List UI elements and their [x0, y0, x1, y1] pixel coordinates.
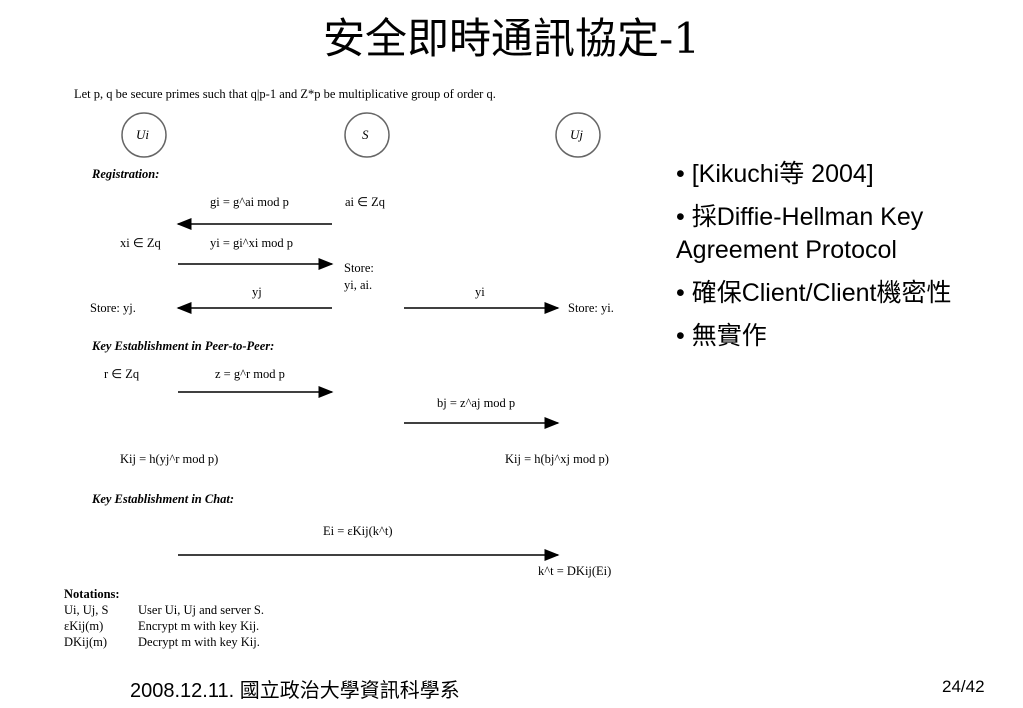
notation-symbol: DKij(m) [64, 635, 108, 649]
peer-k-left: Kij = h(yj^r mod p) [120, 452, 219, 466]
diagram-intro: Let p, q be secure primes such that q|p-… [74, 87, 496, 101]
reg-ai: ai ∈ Zq [345, 195, 386, 209]
footer-page-number: 24/42 [942, 677, 985, 696]
peer-bj: bj = z^aj mod p [437, 396, 516, 410]
chat-ei: Ei = εKij(k^t) [323, 524, 393, 538]
footer-date: 2008.12.11. 國立政治大學資訊科學系 [130, 680, 460, 702]
reg-store-left: Store: yj. [90, 301, 136, 315]
protocol-arrows [121, 112, 601, 561]
peer-z: z = g^r mod p [215, 367, 285, 381]
peer-r: r ∈ Zq [104, 367, 140, 381]
notation-row: εKij(m) Encrypt m with key Kij. [64, 618, 264, 634]
node-ui-label: Ui [136, 127, 149, 142]
reg-xi: xi ∈ Zq [120, 236, 161, 250]
chat-header: Key Establishment in Chat: [92, 492, 235, 506]
chat-kt: k^t = DKij(Ei) [538, 564, 612, 578]
notation-row: Ui, Uj, S User Ui, Uj and server S. [64, 602, 264, 618]
node-uj-label: Uj [570, 127, 583, 142]
reg-store-right: Store: yi. [568, 301, 614, 315]
registration-header: Registration: [92, 167, 160, 181]
reg-store-values: yi, ai. [344, 278, 373, 292]
notations-block: Notations: Ui, Uj, S User Ui, Uj and ser… [64, 586, 264, 650]
node-circle-s [344, 112, 390, 158]
node-circle-ui [121, 112, 167, 158]
notations-header: Notations: [64, 587, 120, 601]
reg-store-label: Store: [344, 261, 374, 275]
bullet-list: • [Kikuchi等 2004] • 採Diffie-Hellman Key … [676, 158, 1006, 363]
reg-yj: yj [252, 285, 262, 299]
peer-k-right: Kij = h(bj^xj mod p) [505, 452, 609, 466]
reg-yi-right: yi [475, 285, 485, 299]
peer-header: Key Establishment in Peer-to-Peer: [92, 339, 275, 353]
notation-symbol: Ui, Uj, S [64, 603, 109, 617]
bullet-item: • [Kikuchi等 2004] [676, 160, 874, 188]
page-title: 安全即時通訊協定-1 [323, 14, 700, 63]
notation-description: User Ui, Uj and server S. [138, 603, 265, 617]
bullet-item: • 確保Client/Client機密性 [676, 279, 952, 307]
notation-row: DKij(m) Decrypt m with key Kij. [64, 634, 264, 650]
notation-description: Encrypt m with key Kij. [138, 619, 260, 633]
bullet-item: • 無實作 [676, 322, 767, 350]
node-circle-uj [555, 112, 601, 158]
node-s-label: S [362, 127, 369, 142]
protocol-diagram: Let p, q be secure primes such that q|p-… [60, 78, 640, 668]
reg-gi: gi = g^ai mod p [210, 195, 289, 209]
reg-yi: yi = gi^xi mod p [210, 236, 294, 250]
notation-description: Decrypt m with key Kij. [138, 635, 260, 649]
bullet-item: • 採Diffie-Hellman Key Agreement Protocol [676, 203, 924, 264]
notation-symbol: εKij(m) [64, 619, 104, 633]
